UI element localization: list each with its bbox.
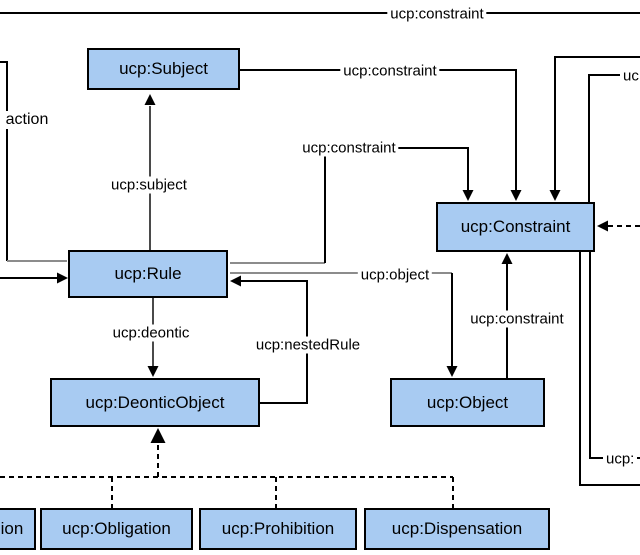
node-ucp-prohibition: ucp:Prohibition: [199, 508, 357, 550]
edge-label-right-top-cut: uc: [620, 67, 640, 85]
node-ucp-rule: ucp:Rule: [68, 250, 228, 298]
arrowhead-down-icon: [510, 190, 522, 201]
edge-constraint-bottom-inner-line: [589, 252, 640, 459]
edge-label-rule-constraint: ucp:constraint: [299, 139, 399, 157]
edge-label-action: action: [2, 111, 52, 129]
node-label: ucp:Constraint: [460, 217, 571, 236]
node-label: ucp:Object: [426, 392, 509, 412]
edge-label-object-constraint: ucp:constraint: [467, 310, 567, 328]
edge-label-subject-constraint: ucp:constraint: [340, 62, 440, 80]
node-label: ucp:Dispensation: [391, 519, 523, 538]
edge-label-ucp-deontic: ucp:deontic: [109, 324, 193, 342]
arrowhead-down-icon: [462, 190, 474, 201]
edge-label-ucp-nestedrule: ucp:nestedRule: [252, 336, 364, 354]
arrowhead-up-icon: [501, 253, 513, 264]
edge-label-right-mid-cut: ucp:: [603, 450, 638, 468]
arrowhead-right-icon: [57, 272, 68, 284]
arrowhead-down-icon: [446, 366, 458, 377]
arrowhead-down-icon: [549, 190, 561, 201]
node-ucp-dispensation: ucp:Dispensation: [364, 508, 550, 550]
node-label: ucp:Rule: [114, 264, 182, 283]
arrowhead-down-icon: [147, 366, 159, 377]
arrowhead-left-icon: [230, 275, 241, 287]
edge-label-top-constraint: ucp:constraint: [387, 5, 487, 23]
node-label: ucp:Prohibition: [221, 519, 335, 538]
arrowhead-up-icon: [150, 428, 166, 443]
node-ucp-subject: ucp:Subject: [87, 48, 240, 90]
edge-label-ucp-object: ucp:object: [357, 266, 433, 284]
node-ucp-object: ucp:Object: [390, 378, 545, 427]
node-label: ucp:Subject: [119, 59, 208, 78]
edge-right-cut-line: [588, 74, 640, 202]
node-permission-partial: ion: [0, 508, 36, 550]
edge-action-line: [0, 61, 8, 261]
node-label: ucp:DeonticObject: [85, 392, 225, 412]
edge-label-ucp-subject: ucp:subject: [108, 176, 190, 194]
node-ucp-deonticobject: ucp:DeonticObject: [50, 378, 260, 427]
arrowhead-left-icon: [597, 220, 608, 232]
edge-subject-constraint-line: [240, 69, 517, 191]
node-label: ion: [0, 519, 24, 538]
node-label: ucp:Obligation: [62, 519, 171, 538]
node-ucp-obligation: ucp:Obligation: [40, 508, 193, 550]
arrowhead-up-icon: [144, 94, 156, 105]
node-ucp-constraint: ucp:Constraint: [436, 202, 595, 252]
